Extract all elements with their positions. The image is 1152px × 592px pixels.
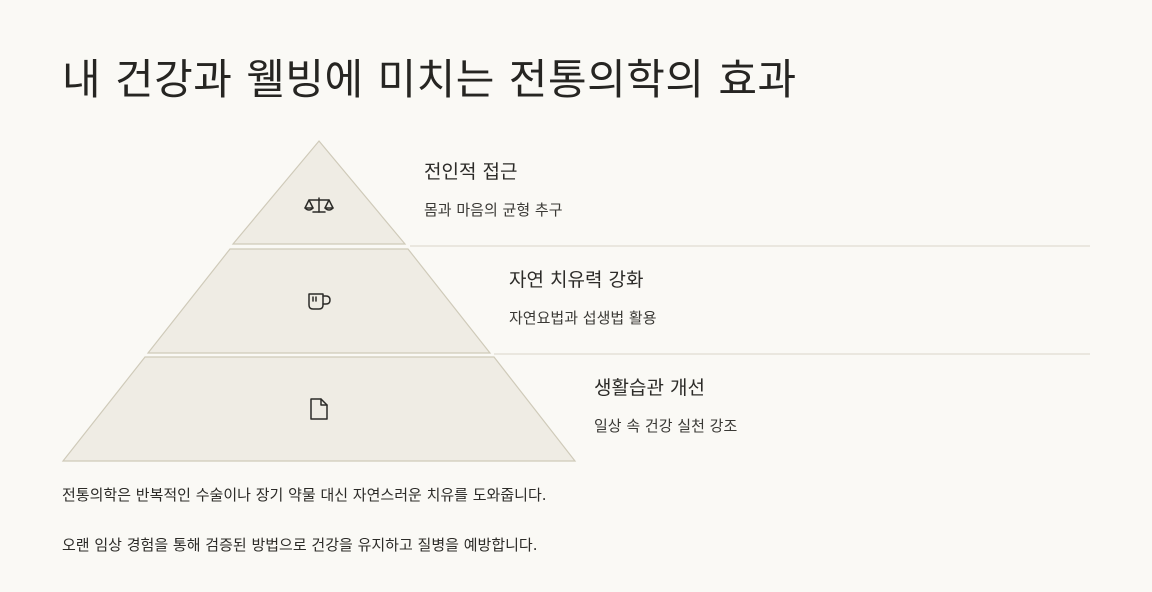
mug-icon xyxy=(308,293,331,310)
tier-description: 일상 속 건강 실천 강조 xyxy=(594,417,738,435)
tier-2-text: 자연 치유력 강화 자연요법과 섭생법 활용 xyxy=(509,267,657,328)
note-1: 전통의학은 반복적인 수술이나 장기 약물 대신 자연스러운 치유를 도와줍니다… xyxy=(62,486,547,504)
tier-title: 전인적 접근 xyxy=(424,161,518,183)
tier-description: 자연요법과 섭생법 활용 xyxy=(509,309,657,327)
tier-title: 자연 치유력 강화 xyxy=(509,269,644,291)
tier-3-text: 생활습관 개선 일상 속 건강 실천 강조 xyxy=(594,375,737,436)
tier-1-text: 전인적 접근 몸과 마음의 균형 추구 xyxy=(424,159,563,220)
balance-scale-icon xyxy=(304,197,334,213)
pyramid-tier-middle xyxy=(146,248,492,354)
document-icon xyxy=(310,398,328,420)
tier-title: 생활습관 개선 xyxy=(594,377,705,399)
note-2: 오랜 임상 경험을 통해 검증된 방법으로 건강을 유지하고 질병을 예방합니다… xyxy=(62,536,538,554)
tier-description: 몸과 마음의 균형 추구 xyxy=(424,201,563,219)
pyramid-tier-bottom xyxy=(61,356,577,462)
page-title: 내 건강과 웰빙에 미치는 전통의학의 효과 xyxy=(62,55,797,104)
pyramid-tier-top xyxy=(231,140,407,245)
